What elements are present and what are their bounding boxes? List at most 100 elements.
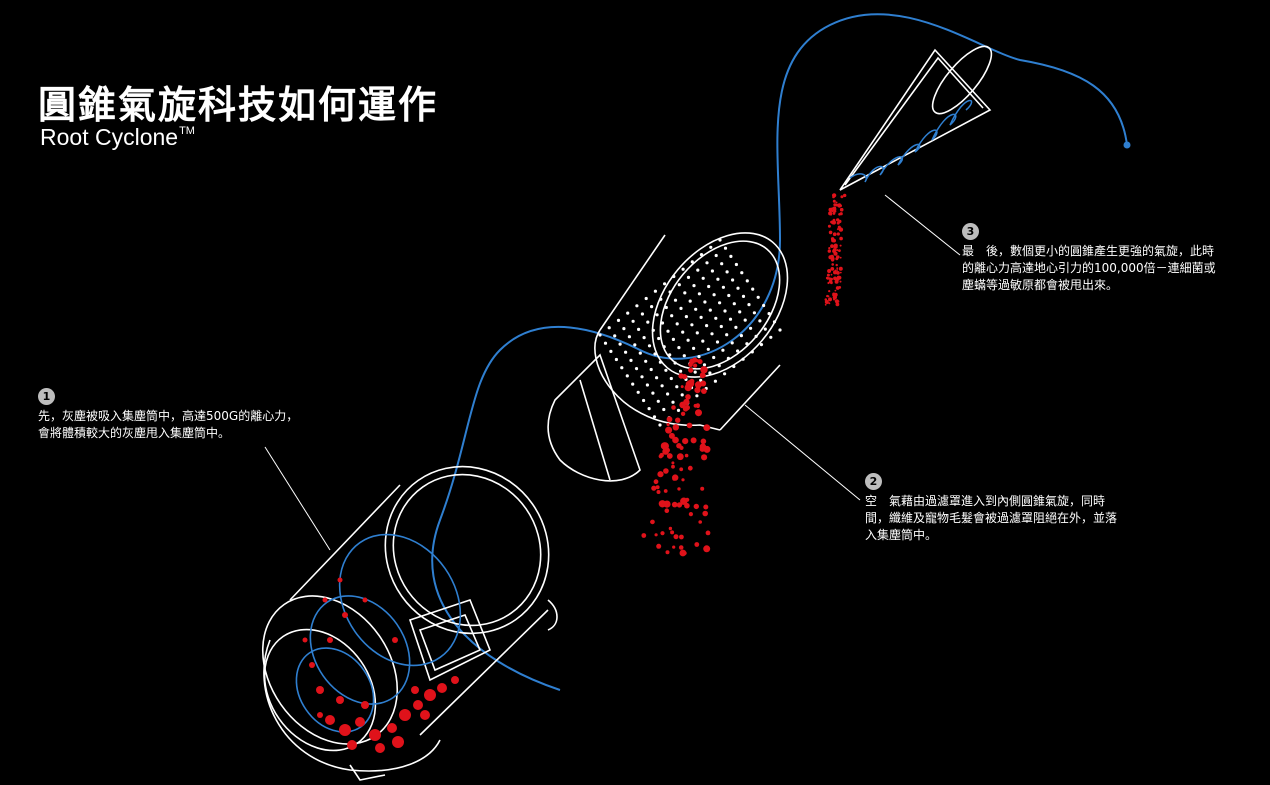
dust-particle [670, 530, 675, 535]
mesh-hole [739, 334, 744, 338]
mesh-hole [749, 326, 753, 330]
dust-particle [665, 550, 670, 555]
dust-particle [836, 232, 840, 236]
dust-particle [660, 442, 669, 450]
mesh-hole [694, 307, 698, 311]
dust-particle [838, 249, 841, 253]
mesh-hole [603, 341, 608, 345]
dust-particle [830, 207, 834, 210]
mesh-hole [769, 335, 773, 339]
mesh-hole [736, 286, 740, 290]
dust-particle [694, 381, 702, 389]
pointer-line-step-2 [744, 404, 861, 501]
mesh-hole [756, 295, 760, 299]
mesh-hole [705, 261, 709, 265]
dust-particle [654, 533, 658, 537]
mesh-hole [653, 289, 658, 293]
mesh-hole [732, 302, 736, 306]
mesh-hole [772, 320, 777, 324]
mesh-hole [736, 349, 740, 353]
dust-particle [695, 403, 700, 408]
mesh-hole [636, 390, 640, 394]
mesh-hole [620, 366, 624, 370]
mesh-hole [663, 282, 667, 286]
mesh-hole [699, 315, 703, 319]
dust-particle [668, 526, 673, 531]
mesh-hole [650, 305, 654, 309]
mesh-hole [703, 300, 707, 304]
airflow-path [431, 13, 1128, 691]
dust-particle [681, 478, 685, 482]
dust-particle [672, 424, 679, 431]
mesh-hole [726, 356, 731, 360]
mesh-hole [675, 322, 679, 326]
mesh-hole [649, 367, 653, 372]
dust-particle [833, 276, 837, 281]
dust-particle [835, 286, 840, 290]
mesh-hole [642, 398, 646, 403]
dust-particle [659, 452, 664, 458]
mesh-hole [697, 355, 701, 359]
dust-particle [656, 543, 662, 549]
mesh-hole [686, 275, 691, 279]
mesh-hole [706, 347, 710, 351]
dust-particle [829, 213, 833, 216]
mesh-hole [679, 369, 683, 373]
dust-particle [835, 263, 838, 267]
mesh-hole [690, 323, 694, 327]
mesh-hole [629, 358, 633, 362]
dust-particle [672, 477, 676, 481]
mesh-hole [658, 360, 663, 364]
dust-particle [830, 220, 834, 223]
mesh-hole [677, 346, 681, 350]
dust-particle [834, 245, 838, 249]
dust-particle [671, 464, 675, 469]
mesh-hole [745, 342, 749, 346]
dust-particle [675, 417, 681, 423]
dust-particle [835, 201, 838, 204]
mesh-hole [723, 372, 727, 376]
dust-particle [832, 249, 836, 254]
dust-particle [824, 303, 827, 306]
dust-particle [694, 542, 700, 547]
dust-particle [685, 394, 691, 400]
dust-particle [701, 388, 707, 394]
mesh-hole [651, 391, 655, 395]
dust-particle [828, 247, 831, 250]
dust-particle [656, 490, 661, 494]
dust-particle [684, 453, 689, 458]
mesh-hole [676, 408, 681, 412]
dust-particle [830, 267, 835, 271]
dust-particle [653, 479, 659, 485]
dust-particle [666, 422, 670, 427]
dust-particle [827, 269, 832, 273]
step-1-text: 先，灰塵被吸入集塵筒中，高達500G的離心力， 會將體積較大的灰塵甩入集塵筒中。 [38, 409, 299, 440]
dust-particle [665, 426, 673, 434]
mesh-hole [714, 316, 718, 320]
mesh-hole [710, 269, 715, 273]
dust-particle [679, 534, 684, 540]
dust-particle [673, 534, 679, 540]
dust-particle [839, 280, 842, 283]
cone-dust-stream [824, 193, 847, 307]
mesh-hole [717, 364, 721, 368]
dust-particle [839, 244, 842, 247]
dust-particle [828, 277, 831, 280]
dust-particle [671, 405, 676, 410]
mesh-hole [712, 293, 716, 297]
mesh-hole [609, 349, 613, 353]
mesh-hole [708, 371, 712, 375]
dust-particle [664, 508, 670, 513]
dust-particle [840, 195, 844, 199]
dust-particle [700, 486, 705, 491]
dust-particle [836, 271, 840, 275]
mesh-hole [762, 303, 766, 308]
mesh-hole [763, 327, 767, 331]
dust-particle [839, 236, 843, 241]
mesh-hole [686, 338, 690, 342]
mesh-hole [693, 370, 697, 374]
bin-airflow-spiral [295, 533, 462, 733]
mesh-hole [725, 270, 729, 274]
mesh-hole [732, 364, 736, 369]
